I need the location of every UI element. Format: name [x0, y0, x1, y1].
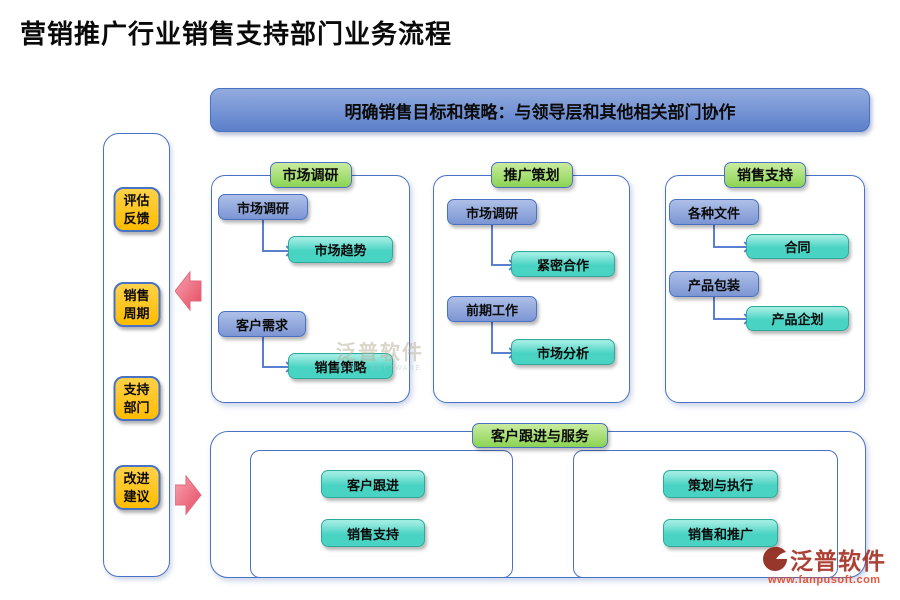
connector-elbow	[713, 296, 751, 325]
side-rail: 评估 反馈 销售 周期 支持 部门 改进 建议	[103, 133, 170, 577]
banner-strategy: 明确销售目标和策略：与领导层和其他相关部门协作	[210, 88, 870, 132]
child-node: 策划与执行	[663, 470, 778, 498]
connector-elbow	[713, 224, 751, 253]
child-node: 紧密合作	[511, 251, 615, 277]
flow-arrow-left-icon	[175, 270, 202, 312]
rail-item-line: 建议	[123, 488, 150, 504]
rail-item-line: 部门	[123, 399, 150, 415]
rail-item-support-department: 支持 部门	[113, 376, 160, 421]
connector-elbow	[262, 219, 293, 257]
flow-arrow-right-icon	[175, 474, 202, 516]
child-node: 客户跟进	[321, 470, 425, 498]
rail-item-line: 支持	[123, 381, 150, 397]
panel-promotion-planning: 推广策划 市场调研 紧密合作 前期工作 市场分析	[433, 162, 630, 403]
sub-panel-left: 客户跟进 销售支持	[250, 450, 513, 578]
child-node: 销售和推广	[663, 519, 778, 547]
connector-elbow	[491, 321, 516, 359]
child-node: 销售支持	[321, 519, 425, 547]
rail-item-improvement-suggestions: 改进 建议	[113, 465, 160, 510]
panel-market-research: 市场调研 市场调研 市场趋势 客户需求 销售策略	[211, 162, 410, 403]
panel-sales-support: 销售支持 各种文件 合同 产品包装 产品企划	[665, 162, 865, 403]
rail-item-line: 销售	[123, 287, 150, 303]
parent-node: 产品包装	[669, 271, 759, 297]
connector-elbow	[262, 336, 293, 373]
child-node: 产品企划	[746, 306, 849, 331]
rail-item-sales-cycle: 销售 周期	[113, 282, 160, 327]
child-node: 销售策略	[288, 353, 393, 379]
child-node: 市场趋势	[288, 236, 393, 263]
rail-item-evaluation-feedback: 评估 反馈	[113, 187, 160, 232]
panel-header: 推广策划	[490, 162, 573, 188]
rail-item-line: 评估	[123, 192, 150, 208]
panel-header: 销售支持	[724, 162, 806, 188]
child-node: 合同	[746, 234, 849, 259]
parent-node: 各种文件	[669, 199, 759, 225]
rail-item-line: 改进	[123, 470, 150, 486]
connector-elbow	[491, 224, 516, 271]
panel-header: 客户跟进与服务	[472, 423, 608, 448]
child-node: 市场分析	[511, 339, 615, 365]
rail-item-line: 周期	[123, 305, 150, 321]
parent-node: 前期工作	[447, 296, 537, 322]
parent-node: 客户需求	[218, 311, 306, 337]
rail-item-line: 反馈	[123, 210, 150, 226]
panel-header: 市场调研	[269, 162, 352, 188]
parent-node: 市场调研	[447, 199, 537, 225]
parent-node: 市场调研	[218, 194, 308, 220]
page-title: 营销推广行业销售支持部门业务流程	[20, 19, 453, 49]
sub-panel-right: 策划与执行 销售和推广	[573, 450, 838, 578]
